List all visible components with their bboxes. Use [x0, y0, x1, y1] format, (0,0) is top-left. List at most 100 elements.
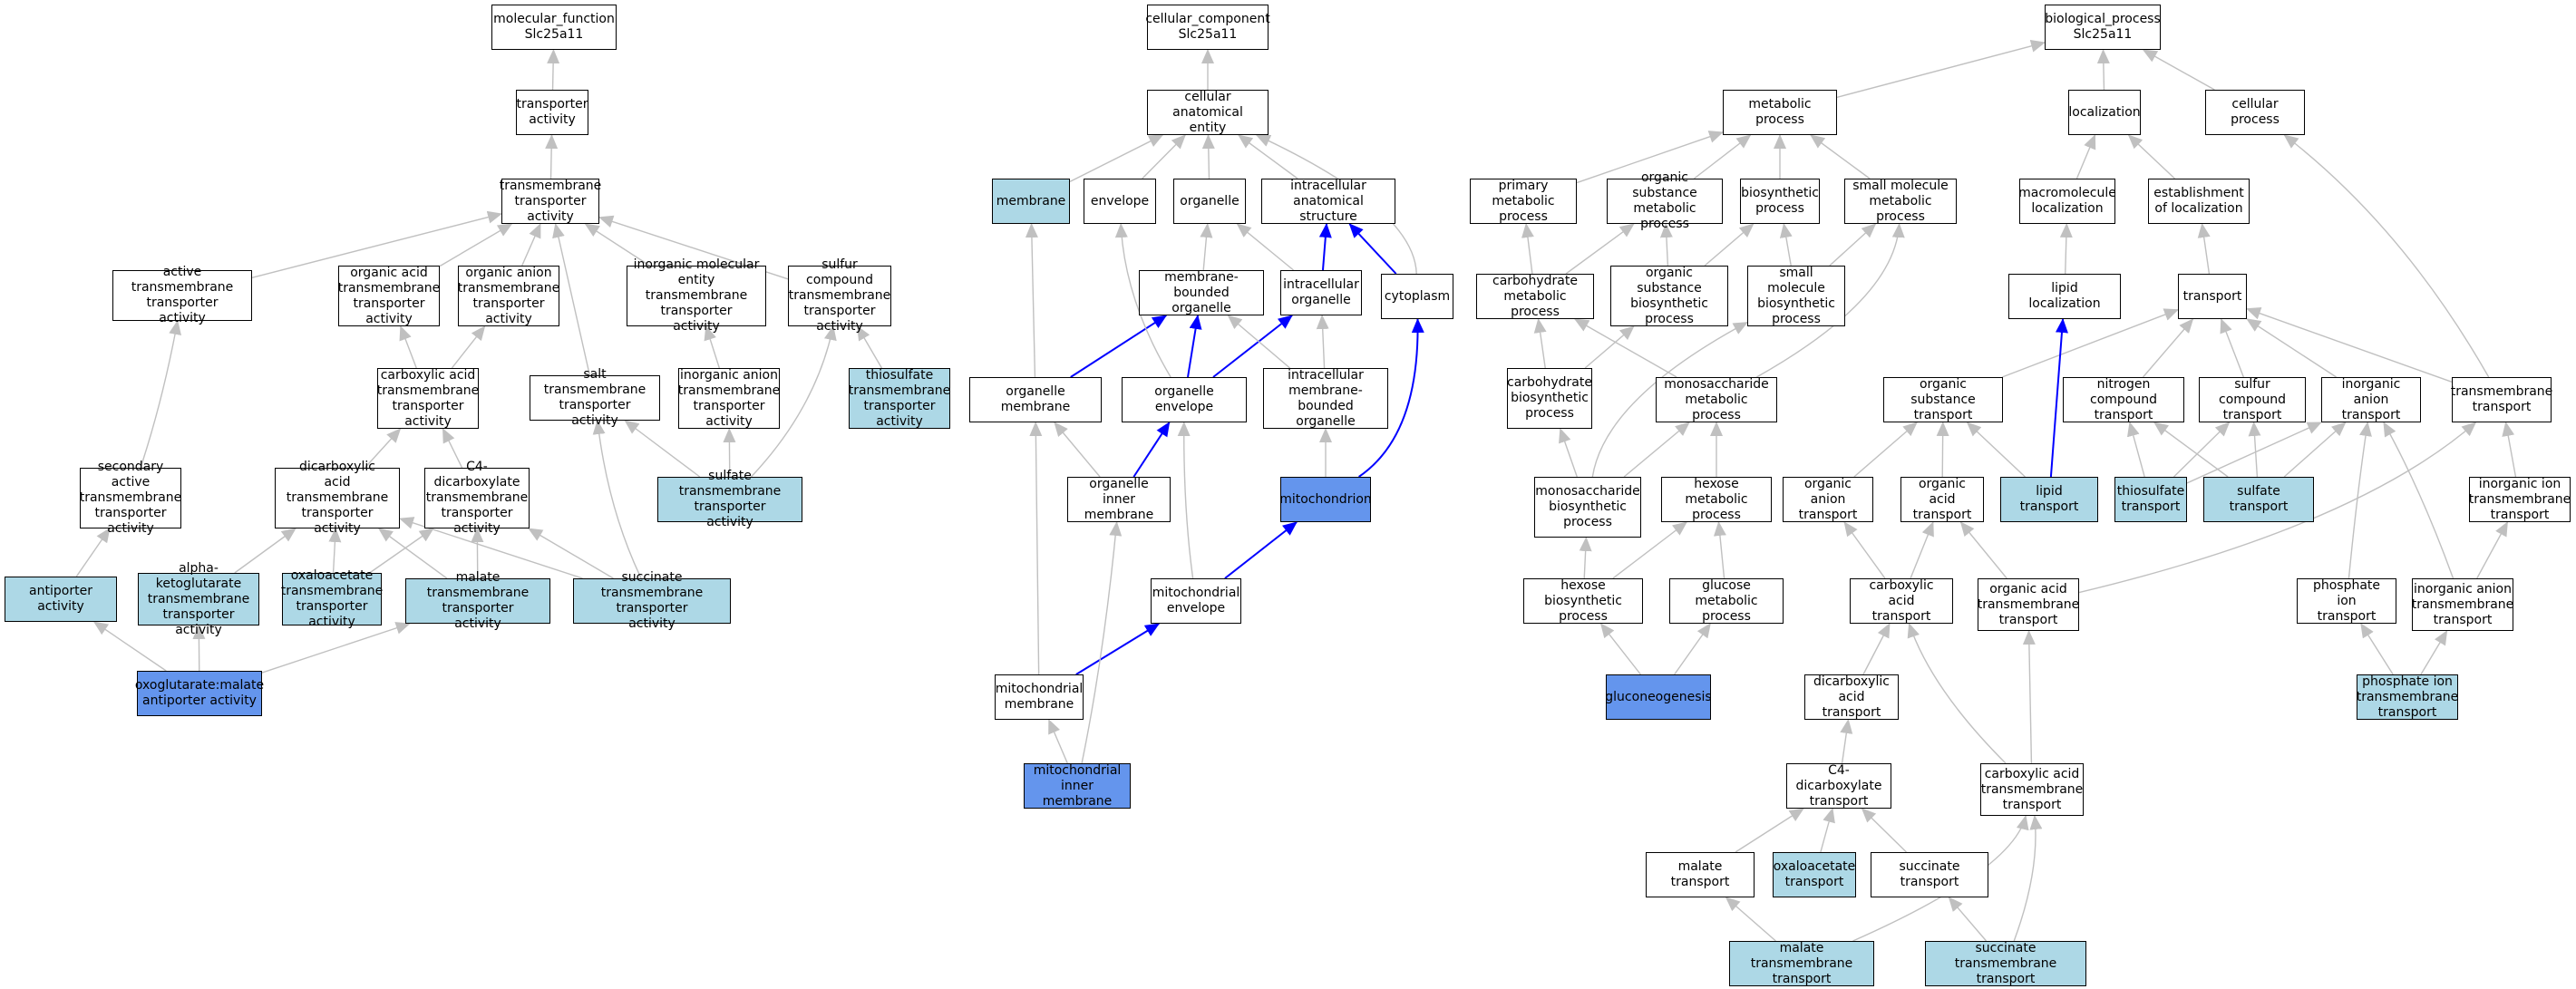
node-label: antiporter activity [29, 584, 92, 614]
node-cc-root: cellular_component Slc25a11 [1145, 5, 1270, 50]
edge-organic-substance-biosynthetic-to-biosynthetic-process [1704, 223, 1755, 267]
node-label: mitochondrial membrane [995, 682, 1084, 712]
edge-cytoplasm-to-intracellular-anat [1348, 223, 1397, 275]
node-label: organelle [1180, 193, 1239, 208]
node-active-tm: active transmembrane transporter activit… [112, 265, 252, 325]
edge-akg-tm-to-dicarboxylic-tm [234, 528, 296, 574]
node-label: gluconeogenesis [1605, 689, 1712, 704]
edge-malate-transport-to-c4-dicarboxylate-transport [1735, 808, 1804, 853]
node-label: envelope [1090, 193, 1150, 208]
node-macromolecule-localization: macromolecule localization [2018, 179, 2116, 224]
edge-membrane-to-cellular-anatomical-entity [1069, 134, 1164, 183]
edge-localization-to-bp-root [2096, 49, 2110, 91]
node-carboxylic-acid-tm: carboxylic acid transmembrane transporte… [377, 368, 479, 429]
edge-monosaccharide-biosynthetic-to-small-molecule-biosynthetic [1591, 321, 1748, 478]
edge-monosaccharide-metabolic-to-small-molecule-metabolic [1756, 223, 1905, 378]
edge-succinate-tm-act-to-c4-dicarboxylate-tm [528, 528, 614, 579]
node-localization: localization [2068, 90, 2141, 135]
node-label: organelle membrane [1000, 384, 1071, 414]
node-label: sulfate transport [2229, 484, 2289, 514]
edge-carbohydrate-biosynthetic-to-carbohydrate-metabolic [1533, 318, 1547, 369]
node-label: establishment of localization [2153, 186, 2244, 216]
node-label: inorganic molecular entity transmembrane… [633, 257, 760, 334]
node-c4-dicarboxylate-tm: C4-dicarboxylate transmembrane transport… [424, 460, 530, 536]
edge-c4-dicarboxylate-tm-to-carboxylic-acid-tm [442, 428, 463, 469]
edge-c4-dicarboxylate-transport-to-dicarboxylic-transport [1840, 719, 1853, 764]
edge-succinate-tm-act-to-dicarboxylic-tm [399, 517, 583, 579]
node-lipid-localization: lipid localization [2008, 274, 2121, 319]
edge-mito-inner-membrane-to-organelle-inner-membrane [1081, 521, 1123, 764]
edge-inorganic-anion-tm-act-to-inorganic-mol-tm [704, 325, 720, 369]
edge-inorganic-anion-tm-transport-to-inorganic-ion-tm-transport [2476, 521, 2509, 579]
edge-organic-substance-biosynthetic-to-organic-substance-metabolic [1659, 223, 1673, 267]
node-label: intracellular organelle [1283, 277, 1359, 307]
edge-succinate-tm-transport-to-carboxylic-acid-tm-transport [2013, 815, 2043, 942]
edge-mito-envelope-to-organelle-envelope [1177, 422, 1194, 579]
edge-organelle-membrane-to-membrane-bounded-org [1070, 315, 1168, 378]
edge-lipid-transport-to-organic-substance-transport [1966, 422, 2026, 478]
node-label: intracellular anatomical structure [1290, 178, 1366, 224]
node-label: dicarboxylic acid transmembrane transpor… [286, 460, 389, 536]
node-nitrogen-compound-transport: nitrogen compound transport [2063, 377, 2184, 422]
node-gluconeogenesis: gluconeogenesis [1605, 674, 1712, 720]
node-label: organic acid transmembrane transporter a… [337, 265, 441, 326]
edge-oxaloacetate-tm-act-to-dicarboxylic-tm [328, 528, 342, 574]
edge-organic-substance-metabolic-to-metabolic-process [1693, 134, 1752, 179]
node-label: active transmembrane transporter activit… [131, 265, 234, 325]
edge-carboxylic-acid-tm-transport-to-carboxylic-acid-transport [1907, 623, 2007, 764]
edge-primary-metabolic-to-metabolic-process [1576, 131, 1724, 184]
node-label: carboxylic acid transmembrane transport [1980, 766, 2084, 812]
edge-carboxylic-acid-transport-to-organic-anion-transport [1843, 521, 1886, 579]
edge-organic-anion-transport-to-organic-substance-transport [1853, 422, 1918, 478]
edge-organic-acid-tm-transport-to-transmembrane-transport [2078, 422, 2477, 594]
node-organelle-membrane: organelle membrane [969, 377, 1102, 422]
node-label: sulfur compound transport [2219, 376, 2286, 422]
edge-macromolecule-localization-to-localization [2075, 134, 2096, 179]
edge-mito-membrane-to-mito-envelope [1075, 623, 1161, 675]
edge-sulfate-transport-to-sulfur-compound-transport [2248, 422, 2261, 478]
edge-organelle-envelope-to-intracellular-org [1212, 315, 1293, 378]
edge-monosaccharide-metabolic-to-carbohydrate-metabolic [1573, 318, 1677, 378]
node-label: oxaloacetate transmembrane transporter a… [280, 568, 384, 629]
node-organic-acid-tm-transport: organic acid transmembrane transport [1978, 578, 2079, 631]
node-transmembrane-transport: transmembrane transport [2451, 377, 2552, 422]
node-transport: transport [2178, 274, 2247, 319]
edge-organelle-inner-membrane-to-organelle-membrane [1054, 422, 1101, 478]
edge-monosaccharide-biosynthetic-to-monosaccharide-metabolic [1623, 422, 1690, 478]
node-organic-acid-tm: organic acid transmembrane transporter a… [338, 266, 440, 326]
edge-small-molecule-metabolic-to-metabolic-process [1810, 134, 1871, 179]
node-sulfate-tm-act: sulfate transmembrane transporter activi… [657, 469, 802, 529]
node-succinate-tm-act: succinate transmembrane transporter acti… [573, 570, 731, 631]
node-organic-acid-transport: organic acid transport [1900, 477, 1984, 522]
node-envelope: envelope [1084, 179, 1156, 224]
edge-glucose-metabolic-to-hexose-metabolic [1713, 521, 1726, 579]
edge-phosphate-ion-tm-transport-to-phosphate-ion-transport [2360, 623, 2394, 675]
node-label: malate transmembrane transporter activit… [426, 570, 530, 631]
edge-salt-tm-to-tm-transporter-activity [552, 223, 591, 376]
edge-succinate-transport-to-c4-dicarboxylate-transport [1861, 808, 1907, 853]
node-mito-envelope: mitochondrial envelope [1151, 578, 1241, 624]
node-lipid-transport: lipid transport [2000, 477, 2098, 522]
edge-phosphate-ion-transport-to-inorganic-anion-transport [2348, 422, 2372, 579]
edge-lipid-localization-to-macromolecule-localization [2059, 223, 2073, 275]
node-tm-transporter-activity: transmembrane transporter activity [500, 179, 601, 224]
edge-carboxylic-acid-tm-to-organic-anion-tm [451, 325, 486, 369]
edge-oxoglutarate-malate-to-antiporter [92, 621, 167, 672]
node-label: transport [2182, 288, 2242, 304]
node-organelle-inner-membrane: organelle inner membrane [1067, 477, 1171, 522]
edge-small-molecule-biosynthetic-to-small-molecule-metabolic [1829, 223, 1877, 267]
node-oxaloacetate-tm-act: oxaloacetate transmembrane transporter a… [281, 568, 384, 629]
node-inorganic-anion-transport: inorganic anion transport [2321, 377, 2421, 422]
edge-thiosulfate-transport-to-nitrogen-compound-transport [2127, 422, 2145, 478]
node-label: carboxylic acid transmembrane transporte… [376, 367, 480, 429]
node-organic-substance-transport: organic substance transport [1883, 377, 2003, 422]
node-label: glucose metabolic process [1695, 577, 1758, 624]
edge-mito-envelope-to-mitochondrion [1224, 521, 1298, 579]
node-c4-dicarboxylate-transport: C4-dicarboxylate transport [1786, 763, 1891, 809]
node-dicarboxylic-tm: dicarboxylic acid transmembrane transpor… [275, 460, 400, 536]
node-succinate-tm-transport: succinate transmembrane transport [1925, 941, 2086, 986]
node-label: cellular_component Slc25a11 [1145, 12, 1270, 42]
node-label: cellular process [2231, 97, 2280, 127]
edge-cellular-process-to-bp-root [2142, 49, 2215, 91]
edge-organelle-membrane-to-membrane [1025, 223, 1038, 378]
